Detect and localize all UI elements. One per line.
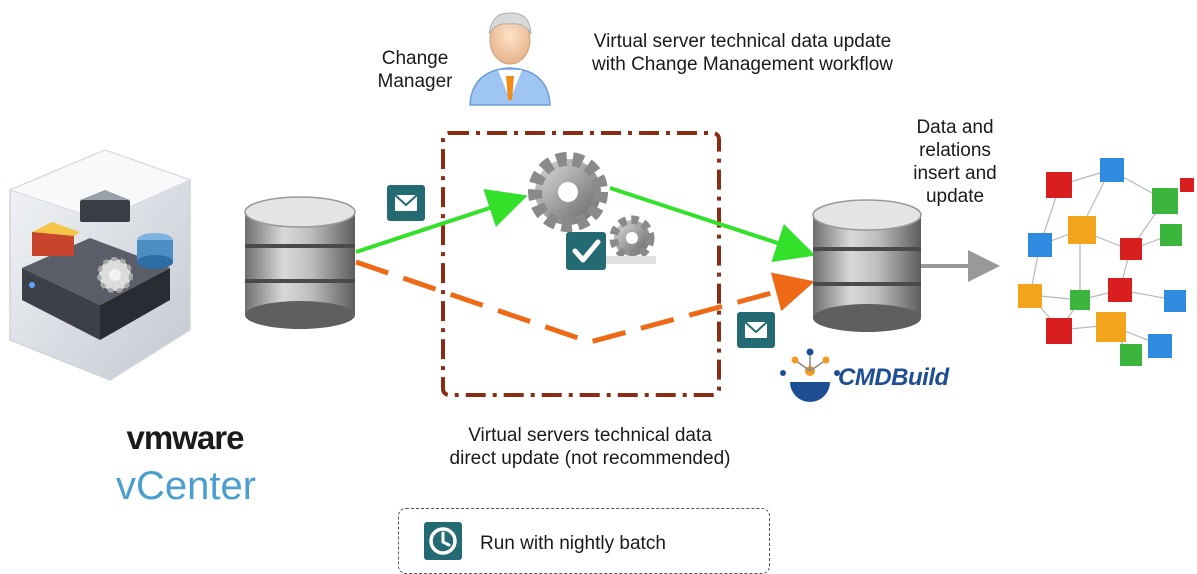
process-boundary-box — [441, 131, 721, 397]
email-icon — [387, 185, 425, 221]
vmware-server-cube-icon — [8, 149, 192, 381]
change-manager-label: Change Manager — [377, 48, 453, 92]
direct-update-label: Virtual servers technical data direct up… — [449, 425, 731, 469]
cm-workflow-label: Virtual server technical data update wit… — [592, 31, 893, 75]
workflow-input-arrow — [355, 189, 528, 254]
vmware-logo: vmware — [100, 420, 270, 456]
data-relations-label: Data and relations insert and update — [913, 117, 997, 207]
cmdbuild-logo-icon — [780, 348, 840, 402]
cmdbuild-logo-text: CMDBuild — [838, 364, 949, 391]
workflow-output-arrow — [609, 186, 816, 263]
clock-icon — [424, 522, 462, 560]
relations-graph-icon — [1018, 158, 1194, 366]
email-icon — [737, 312, 775, 348]
legend-label: Run with nightly batch — [480, 533, 666, 554]
vcenter-label: vCenter — [115, 464, 257, 508]
vmware-logo-text: vmware — [126, 419, 245, 456]
source-database-icon — [244, 196, 356, 329]
cmdb-database-icon — [812, 199, 922, 332]
change-manager-avatar-icon — [469, 12, 551, 106]
direct-update-arrow — [355, 259, 815, 345]
gears-workflow-icon — [528, 152, 656, 264]
check-icon — [566, 232, 606, 270]
